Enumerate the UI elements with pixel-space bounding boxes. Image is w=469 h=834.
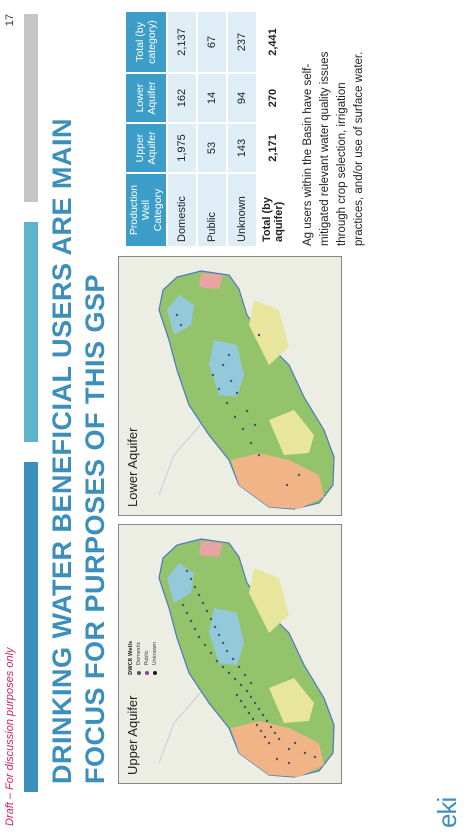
table-cell: 94 [228, 74, 256, 122]
table-cell: 1,975 [168, 124, 196, 172]
table-row: Domestic 1,975 162 2,137 [168, 12, 196, 246]
table-cell: 53 [198, 124, 226, 172]
public-dot-icon [144, 671, 149, 675]
table-header-cell: Production Well Category [126, 174, 166, 246]
table-header-cell: Total (by category) [126, 12, 166, 72]
ag-users-note: Ag users within the Basin have self-miti… [302, 51, 365, 246]
upper-aquifer-map: Upper Aquifer DWCR Wells Domestic Public… [118, 524, 342, 784]
table-cell: 162 [168, 74, 196, 122]
table-header-cell: Lower Aquifer [126, 74, 166, 122]
table-total-row: Total (by aquifer) 2,171 270 2,441 [258, 12, 288, 246]
draft-note: Draft – For discussion purposes only [4, 647, 16, 826]
table-header-cell: Upper Aquifer [126, 124, 166, 172]
table-cell: 2,441 [258, 12, 288, 72]
upper-aquifer-map-graphic [119, 525, 341, 783]
table-cell: 2,171 [258, 124, 288, 172]
domestic-dot-icon [136, 671, 141, 675]
table-cell: 2,137 [168, 12, 196, 72]
wells-table: Production Well Category Upper Aquifer L… [124, 10, 290, 248]
eki-logo: eki [432, 797, 462, 828]
wells-legend: DWCR Wells Domestic Public Unknown [127, 641, 159, 675]
slide-title: DRINKING WATER BENEFICIAL USERS ARE MAIN… [47, 117, 110, 784]
table-cell: 14 [198, 74, 226, 122]
legend-item-domestic: Domestic [135, 641, 143, 675]
table-cell: 67 [198, 12, 226, 72]
table-cell: Total (by aquifer) [258, 174, 288, 246]
legend-item-public: Public [143, 641, 151, 675]
table-cell: 237 [228, 12, 256, 72]
lower-aquifer-map: Lower Aquifer [118, 256, 342, 516]
legend-item-unknown: Unknown [151, 641, 159, 675]
table-cell: 270 [258, 74, 288, 122]
lower-aquifer-map-graphic [119, 257, 341, 515]
upper-aquifer-label: Upper Aquifer [125, 695, 140, 776]
table-cell: Domestic [168, 174, 196, 246]
table-header-row: Production Well Category Upper Aquifer L… [126, 12, 166, 246]
table-row: Unknown 143 94 237 [228, 12, 256, 246]
lower-aquifer-label: Lower Aquifer [125, 427, 140, 508]
legend-title: DWCR Wells [128, 640, 134, 675]
page-number: 17 [4, 14, 16, 27]
table-row: Public 53 14 67 [198, 12, 226, 246]
table-cell: 143 [228, 124, 256, 172]
title-bar-decoration [24, 14, 38, 792]
table-cell: Public [198, 174, 226, 246]
table-cell: Unknown [228, 174, 256, 246]
unknown-dot-icon [152, 671, 157, 675]
